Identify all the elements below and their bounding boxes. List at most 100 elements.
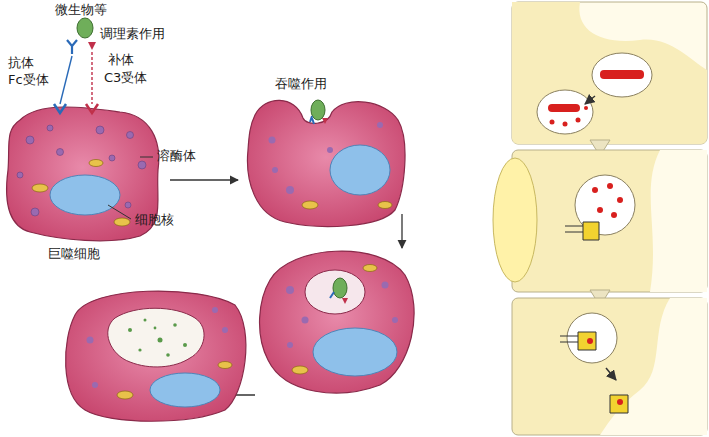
phagosome-cell-part (342, 298, 348, 304)
digesting-cell-part-part (158, 338, 163, 343)
macrophage-cell-part (50, 175, 120, 215)
digesting-cell-part-part (166, 353, 170, 357)
antigen-processing-panels-part (512, 2, 707, 144)
digesting-cell-part-part (138, 348, 141, 351)
digesting-cell-part-part (173, 323, 177, 327)
antigen-processing-panels-part (567, 313, 617, 363)
macrophage-cell-part-part (31, 208, 39, 216)
antigen-processing-panels-part (537, 90, 593, 134)
antigen-processing-panels-part (583, 222, 599, 240)
digesting-cell-part (66, 291, 246, 421)
phagocytosing-cell-part (311, 100, 325, 120)
digesting-cell-part (117, 362, 232, 400)
macrophage-cell-part-part (32, 184, 48, 192)
antigen-processing-panels-part (548, 104, 580, 112)
antigen-processing-panels-part-part (592, 187, 598, 193)
phagosome-cell-part (333, 278, 347, 298)
digesting-cell (66, 291, 246, 421)
macrophage-cell-part-part (47, 125, 53, 131)
phagocytosing-cell-part-part (269, 137, 276, 144)
antigen-processing-panels-part-part (563, 122, 568, 127)
antigen-processing-panels-part (592, 53, 652, 97)
macrophage-cell-part-part (127, 132, 134, 139)
antibody-label: 抗体 (8, 55, 34, 71)
antigen-processing-panels-part (493, 158, 537, 282)
antigen-processing-panels-part (512, 2, 707, 144)
microbe-opsonin-part (77, 18, 93, 38)
digesting-cell-part (150, 373, 220, 407)
digesting-cell-part (108, 308, 204, 367)
phagocytosing-cell-part (269, 122, 384, 194)
antigen-processing-panels-part-part (597, 207, 603, 213)
process-label: 吞噬作用 (275, 76, 327, 92)
digesting-cell-part-part (218, 362, 232, 369)
antigen-processing-panels-part (592, 183, 623, 218)
complement-label: 补体 (108, 52, 134, 68)
phagosome-cell-part-part (292, 366, 308, 374)
macrophage-cell-part-part (89, 160, 103, 167)
phagocytosing-cell-part-part (378, 202, 392, 209)
macrophage-cell-part (32, 160, 130, 227)
digesting-cell-part (87, 307, 229, 388)
antigen-processing-panels-part-part (584, 106, 588, 110)
antigen-processing-panels-part (512, 150, 707, 292)
phagosome-cell-part (260, 251, 415, 393)
digesting-cell-part-part (117, 391, 133, 399)
phagocytosing-cell-part-part (302, 201, 318, 209)
phagosome-cell-part-part (382, 282, 389, 289)
antigen-processing-panels-part (565, 232, 583, 233)
phagocytosing-cell-part (310, 116, 314, 124)
antigen-processing-panels-part (512, 298, 707, 435)
microbe-opsonin-part (60, 56, 72, 104)
antigen-processing-panels-part (578, 332, 596, 350)
antigen-processing-panels-part (560, 342, 578, 343)
opsonin-label: 调理素作用 (100, 26, 165, 42)
antigen-processing-panels-part (617, 399, 623, 405)
phagosome-cell-part (313, 328, 397, 376)
antigen-processing-panels-part-part (576, 118, 581, 123)
macrophage-cell-part-part (125, 202, 131, 208)
macrophage-cell-part-part (57, 149, 64, 156)
digesting-cell-part-part (128, 328, 132, 332)
phagocytosing-cell-part (247, 100, 405, 226)
macrophage-cell-part (17, 125, 146, 216)
receptor-label: Fc受体 (8, 72, 49, 88)
macrophage-cell-part-part (17, 172, 23, 178)
macrophage-cell-part-part (114, 218, 130, 226)
digesting-cell-part-part (212, 307, 218, 313)
antigen-processing-panels-part-part (611, 212, 617, 218)
macrophage-cell-part (108, 205, 131, 219)
microbe-opsonin-part (67, 40, 77, 54)
phagosome-cell-part (330, 292, 334, 298)
phagosome-cell-part (286, 282, 398, 349)
macrophage-cell-part-part (109, 155, 115, 161)
digesting-cell-part-part (144, 319, 147, 322)
antigen-processing-panels-part (600, 70, 644, 79)
phagosome-cell-part (305, 270, 365, 314)
antigen-processing-panels (493, 2, 707, 435)
phagocytosing-cell-part-part (286, 186, 294, 194)
antigen-processing-panels-part (600, 298, 707, 435)
antigen-processing-panels-part (610, 395, 628, 413)
cell-label: 巨噬细胞 (48, 246, 100, 262)
phagocytosing-cell (247, 100, 405, 226)
phagocytosing-cell-part-part (327, 147, 333, 153)
phagocytosis-illustration-part (170, 179, 238, 180)
phagosome-cell-part-part (287, 342, 293, 348)
antigen-processing-panels-part-part (617, 197, 623, 203)
macrophage-cell-part-part (138, 161, 146, 169)
microbe-opsonin-part (91, 52, 92, 104)
antigen-processing-panels-part (650, 150, 707, 292)
macrophage-cell-part (140, 157, 153, 158)
phagosome-cell (260, 251, 415, 393)
antigen-processing-panels-part (606, 368, 616, 380)
digesting-cell-part-part (183, 343, 187, 347)
digesting-cell-part-part (87, 337, 94, 344)
nucleus-label: 细胞核 (135, 212, 174, 228)
macrophage-cell-part (86, 104, 98, 113)
antigen-processing-panels-part (587, 338, 593, 344)
antigen-processing-panels-part-part (607, 183, 613, 189)
phagocytosis-illustration-part (401, 214, 402, 248)
